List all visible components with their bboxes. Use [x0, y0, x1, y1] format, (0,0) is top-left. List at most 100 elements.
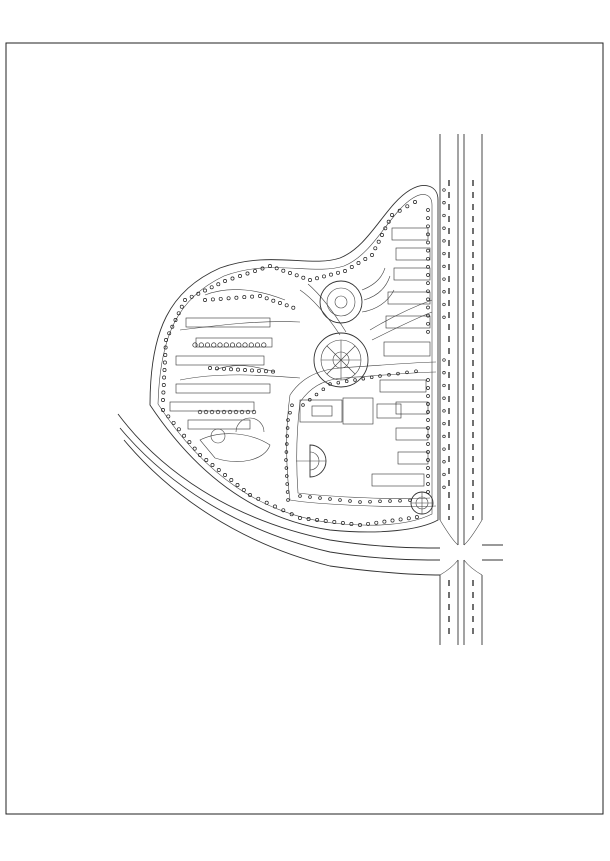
tree-symbol	[442, 302, 446, 307]
tree-symbol	[390, 213, 394, 217]
tree-symbol	[426, 402, 430, 406]
tree-symbol	[358, 500, 362, 504]
tree-symbol	[242, 342, 248, 348]
tree-symbol	[380, 233, 384, 237]
tree-symbol	[336, 380, 341, 385]
tree-symbol	[239, 409, 245, 415]
tree-symbol	[204, 342, 211, 348]
tree-symbol	[291, 305, 296, 310]
tree-symbol	[236, 367, 240, 372]
tree-symbol	[197, 409, 203, 415]
tree-symbol	[442, 434, 446, 439]
tree-symbol	[426, 240, 430, 245]
tree-symbol	[162, 375, 167, 380]
tree-symbol	[176, 427, 181, 432]
tree-symbol	[251, 409, 257, 415]
tree-symbol	[426, 442, 430, 446]
tree-symbol	[250, 368, 254, 373]
tree-symbol	[442, 239, 446, 243]
tree-symbol	[308, 278, 312, 282]
drawing-border	[5, 42, 604, 815]
tree-symbol	[166, 414, 171, 419]
tree-symbol	[338, 498, 342, 502]
tree-symbol	[163, 353, 168, 357]
tree-symbol	[284, 303, 289, 308]
site-boundary	[149, 185, 439, 533]
tree-symbol	[256, 496, 261, 501]
tree-symbol	[248, 342, 254, 348]
tree-symbol	[271, 369, 275, 374]
tree-symbol	[286, 418, 290, 422]
tree-symbol	[161, 398, 165, 402]
internal-roads	[179, 283, 437, 507]
tree-symbol	[442, 188, 446, 192]
tree-symbol	[218, 296, 223, 301]
tree-symbol	[162, 360, 167, 365]
tree-symbol	[254, 342, 261, 348]
east-residential-blocks	[371, 227, 431, 487]
tree-symbol	[261, 342, 267, 348]
tree-symbol	[378, 499, 382, 504]
tree-symbol	[442, 201, 446, 205]
tree-symbol	[281, 508, 286, 513]
tree-symbol	[236, 342, 242, 348]
tree-symbol	[321, 387, 326, 392]
tree-symbol	[353, 378, 357, 382]
tree-symbol	[426, 305, 430, 310]
tree-symbol	[171, 420, 176, 425]
tree-symbol	[162, 368, 167, 372]
tree-symbol	[183, 298, 187, 302]
tree-symbol	[386, 219, 391, 224]
tree-symbol	[198, 342, 204, 348]
tree-symbol	[161, 408, 165, 412]
tree-symbol	[210, 463, 215, 467]
tree-symbol	[363, 257, 368, 261]
tree-symbol	[328, 382, 332, 386]
tree-symbol	[298, 494, 302, 498]
tree-symbol	[408, 498, 412, 503]
tree-symbol	[378, 374, 382, 378]
tree-symbol	[164, 338, 168, 342]
tree-symbol	[229, 342, 236, 348]
tree-symbol	[406, 516, 411, 521]
tree-symbol	[217, 342, 223, 348]
tree-symbol	[318, 496, 322, 500]
tree-symbol	[442, 371, 446, 375]
tree-symbol	[426, 418, 430, 422]
tree-symbol	[368, 499, 372, 504]
tree-symbol	[388, 499, 392, 503]
tree-symbol	[366, 521, 371, 526]
tree-symbol	[442, 264, 446, 269]
tree-symbol	[230, 276, 235, 281]
tree-symbol	[223, 473, 227, 477]
tree-symbol	[442, 277, 446, 281]
tree-symbol	[301, 275, 306, 280]
tree-symbol	[288, 271, 292, 275]
tree-symbol	[442, 251, 446, 256]
north-plaza	[319, 267, 395, 324]
tree-symbol	[271, 298, 276, 303]
central-buildings	[299, 341, 431, 425]
tree-symbol	[285, 490, 290, 494]
tree-symbol	[328, 497, 332, 501]
tree-symbol	[340, 521, 345, 525]
tree-symbol	[426, 321, 430, 326]
southeast-garden-circle	[410, 491, 434, 515]
tree-symbol	[426, 410, 430, 414]
tree-symbol	[314, 392, 319, 397]
tree-symbol	[253, 269, 257, 273]
tree-symbol	[442, 396, 446, 400]
tree-symbol	[315, 276, 319, 281]
site-inner-boundary	[157, 194, 433, 526]
southwest-garden	[199, 417, 271, 462]
tree-symbol	[203, 298, 207, 302]
tree-symbol	[161, 383, 166, 387]
tree-symbol	[315, 518, 320, 522]
tree-symbol	[227, 409, 233, 415]
tree-symbol	[426, 466, 430, 470]
tree-symbol	[308, 398, 312, 402]
tree-symbol	[405, 370, 409, 375]
tree-symbol	[426, 458, 430, 462]
tree-symbol	[426, 289, 430, 294]
tree-symbol	[306, 517, 311, 521]
